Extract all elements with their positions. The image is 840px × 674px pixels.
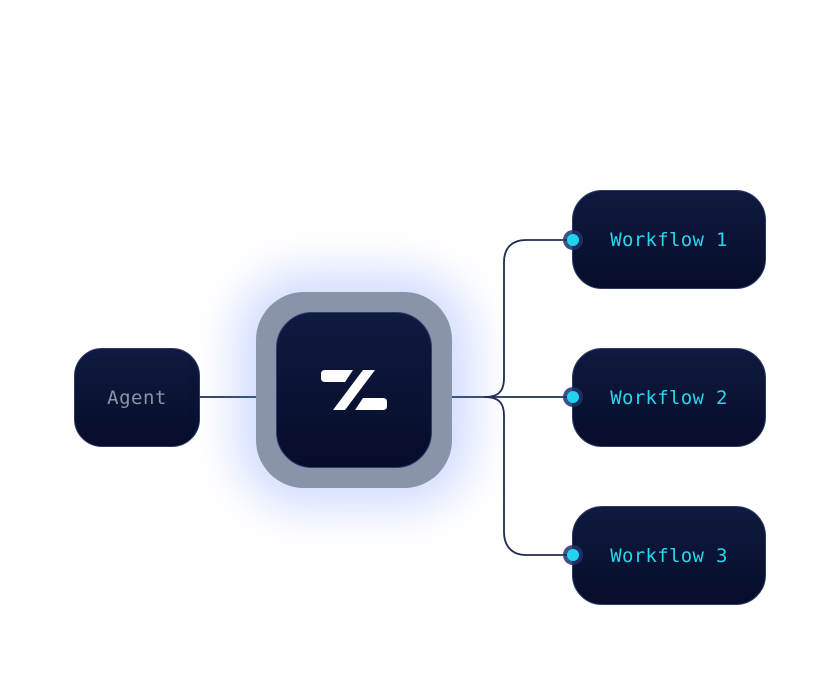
agent-node[interactable]: Agent bbox=[74, 348, 200, 447]
workflow-node-2[interactable]: Workflow 2 bbox=[572, 348, 766, 447]
hub-node[interactable] bbox=[276, 312, 432, 468]
workflow-3-label: Workflow 3 bbox=[610, 544, 728, 567]
hub-workflow-3-connector bbox=[483, 396, 572, 556]
workflow-3-input-port[interactable] bbox=[567, 549, 579, 561]
workflow-node-1[interactable]: Workflow 1 bbox=[572, 190, 766, 289]
workflow-2-label: Workflow 2 bbox=[610, 386, 728, 409]
zapier-z-logo-icon bbox=[321, 370, 387, 410]
agent-label: Agent bbox=[107, 386, 167, 409]
workflow-1-label: Workflow 1 bbox=[610, 228, 728, 251]
workflow-node-3[interactable]: Workflow 3 bbox=[572, 506, 766, 605]
hub-workflow-1-connector bbox=[483, 239, 572, 398]
workflow-1-input-port[interactable] bbox=[567, 234, 579, 246]
workflow-2-input-port[interactable] bbox=[567, 391, 579, 403]
